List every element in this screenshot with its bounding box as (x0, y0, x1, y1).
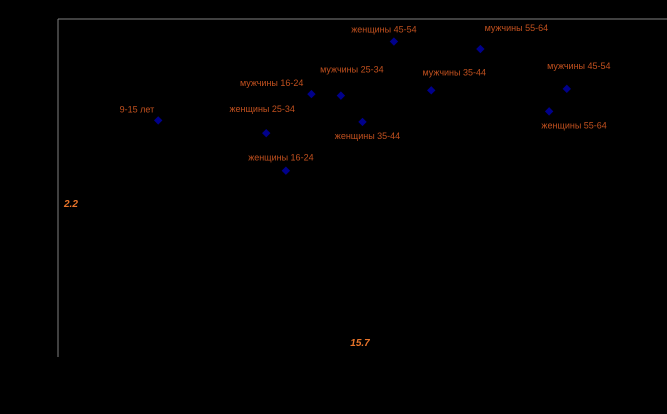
data-point (544, 107, 554, 116)
data-point (476, 44, 485, 54)
data-point (281, 166, 291, 175)
data-point (389, 37, 399, 46)
data-point-label: мужчины 16-24 (240, 78, 303, 88)
data-point (427, 86, 436, 95)
data-point-label: мужчины 45-54 (547, 61, 610, 71)
data-point (153, 116, 163, 125)
point-labels-group: 9-15 лет женщины 25-34 женщины 16-24 мужчин… (120, 23, 611, 163)
x-reference-label: 15.7 (350, 338, 370, 349)
data-point (336, 91, 346, 100)
data-point (307, 89, 316, 99)
data-point-label: мужчины 55-64 (485, 23, 548, 33)
data-point-label: женщины 16-24 (248, 153, 313, 163)
data-points-group (153, 37, 572, 175)
data-point-label: женщины 55-64 (541, 120, 606, 130)
data-point-label: женщины 25-34 (230, 104, 295, 114)
data-point-label: 9-15 лет (120, 104, 155, 114)
data-point-label: женщины 35-44 (335, 131, 400, 141)
data-point (358, 117, 367, 127)
data-point-label: мужчины 25-34 (320, 65, 383, 75)
data-point-label: мужчины 35-44 (423, 67, 486, 77)
y-reference-label: 2.2 (63, 199, 78, 210)
data-point-label: женщины 45-54 (351, 25, 416, 35)
data-point (562, 84, 572, 94)
data-point (262, 128, 271, 138)
